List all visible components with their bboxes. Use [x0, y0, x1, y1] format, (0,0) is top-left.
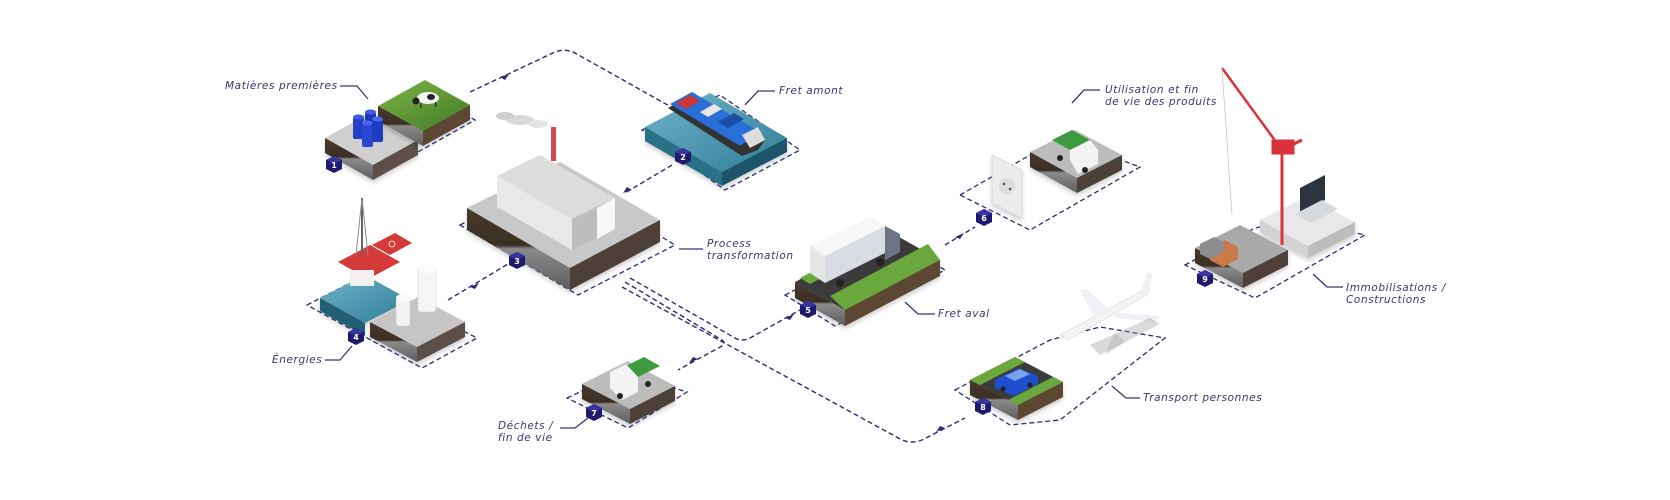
flow-path-3-to-8 [621, 286, 966, 443]
label-matieres-premieres: Matières premières [225, 80, 338, 92]
label-leader [1111, 385, 1140, 399]
label-line: fin de vie [498, 432, 553, 444]
label-dechets-fin-de-vie: Déchets / fin de vie [498, 420, 553, 444]
svg-text:3: 3 [514, 257, 520, 266]
label-line: Process [707, 238, 752, 250]
label-process-transformation: Process transformation [707, 238, 794, 262]
flow-path-4-to-3 [447, 263, 509, 301]
flow-path-1-to-2 [469, 49, 681, 113]
garbage-truck-icon [610, 357, 660, 400]
laptop-icon [1295, 175, 1338, 223]
airplane-icon [1059, 272, 1160, 355]
station-process-transformation[interactable]: 3 [458, 112, 703, 296]
svg-text:8: 8 [980, 403, 986, 412]
label-leader [1312, 273, 1343, 288]
label-line: de vie des produits [1105, 96, 1217, 108]
label-leader [1071, 89, 1100, 104]
arrow-icon [500, 74, 509, 80]
power-outlet-icon [991, 154, 1023, 219]
label-leader [325, 345, 353, 361]
garbage-truck-icon [1052, 130, 1098, 174]
station-badge: 8 [975, 398, 991, 415]
arrow-icon [470, 283, 479, 289]
station-dechets-fin-de-vie[interactable]: 7 [560, 357, 689, 429]
arrow-icon [623, 187, 632, 193]
flow-path-3-to-5 [629, 277, 801, 341]
car-icon [995, 368, 1038, 396]
barrels-icon [353, 109, 383, 147]
factory-icon [496, 112, 615, 250]
station-fret-aval[interactable]: 5 [783, 217, 947, 327]
station-immobilisations-constructions[interactable]: 9 [1183, 67, 1367, 299]
flow-arrows [470, 74, 964, 432]
station-outline [953, 326, 1167, 426]
station-outline [958, 137, 1142, 231]
container-ship-icon [668, 92, 765, 156]
station-energies[interactable]: 4 [305, 197, 479, 369]
label-leader [340, 85, 369, 100]
station-badge: 5 [800, 301, 816, 318]
delivery-truck-icon [810, 217, 900, 287]
label-line: Fret amont [779, 85, 844, 97]
building-materials-icon [1200, 237, 1238, 267]
svg-text:5: 5 [805, 306, 811, 315]
label-line: Transport personnes [1143, 392, 1263, 404]
svg-text:2: 2 [680, 153, 686, 162]
arrow-icon [936, 426, 945, 432]
station-transport-personnes[interactable]: 8 [953, 272, 1167, 426]
label-line: Utilisation et fin [1105, 84, 1199, 96]
arrow-icon [955, 233, 964, 239]
label-leader [560, 417, 589, 429]
svg-text:6: 6 [981, 214, 987, 223]
station-badge: 6 [976, 209, 992, 226]
svg-text:4: 4 [353, 333, 359, 342]
station-badge: 4 [348, 328, 364, 345]
label-line: Immobilisations / [1346, 282, 1446, 294]
station-outline [305, 277, 479, 369]
label-line: transformation [707, 250, 794, 262]
cow-icon [412, 92, 439, 108]
label-transport-personnes: Transport personnes [1143, 392, 1262, 404]
label-energies: Énergies [272, 354, 322, 366]
station-utilisation-fin-de-vie[interactable]: 6 [958, 89, 1142, 231]
oil-platform-icon [338, 197, 412, 286]
station-fret-amont[interactable]: 2 [640, 90, 802, 191]
flow-path-3-to-7 [624, 281, 725, 371]
label-line: Fret aval [938, 308, 990, 320]
gas-tanks-icon [395, 263, 437, 327]
svg-text:1: 1 [331, 161, 337, 170]
label-line: Déchets / [498, 420, 554, 432]
label-line: Matières premières [225, 80, 338, 92]
label-immobilisations-constructions: Immobilisations / Constructions [1346, 282, 1446, 306]
arrow-icon [785, 314, 794, 320]
station-badge: 2 [675, 148, 691, 165]
label-fret-aval: Fret aval [938, 308, 990, 320]
label-leader [744, 90, 775, 106]
svg-text:9: 9 [1202, 275, 1208, 284]
crane-icon [1220, 67, 1303, 245]
station-badge: 1 [326, 156, 342, 173]
arrow-icon [689, 357, 698, 363]
label-line: Énergies [272, 354, 323, 366]
station-matieres-premieres[interactable]: 1 [323, 80, 477, 180]
label-fret-amont: Fret amont [779, 85, 843, 97]
station-badge: 7 [586, 404, 602, 421]
label-line: Constructions [1346, 294, 1427, 306]
station-badge: 9 [1197, 270, 1213, 287]
label-leader [904, 301, 935, 315]
svg-text:7: 7 [591, 409, 597, 418]
label-utilisation-fin-de-vie: Utilisation et fin de vie des produits [1105, 84, 1217, 108]
station-badge: 3 [509, 252, 525, 269]
flow-path-2-to-3 [624, 164, 673, 194]
